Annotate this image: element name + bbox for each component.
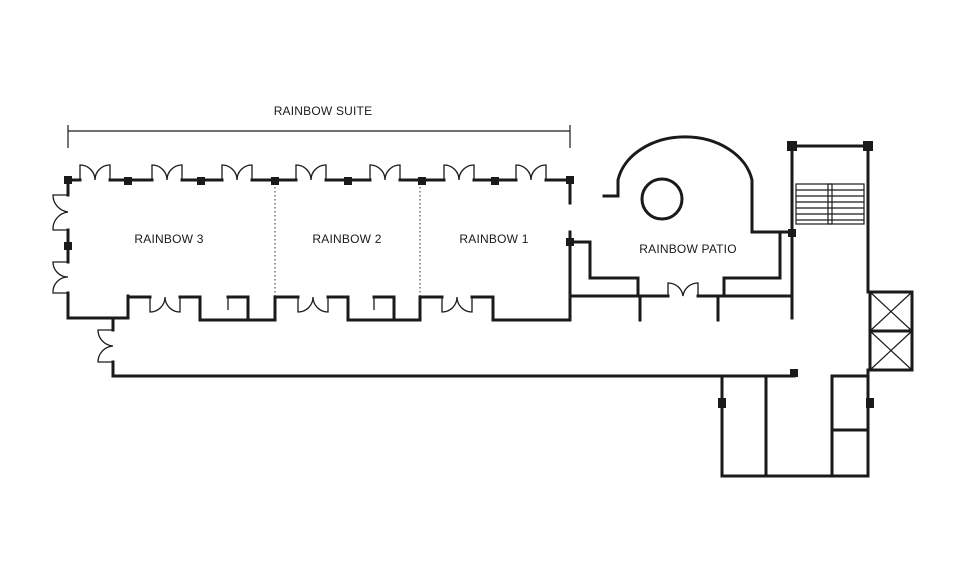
room-label-rainbow-1: RAINBOW 1	[459, 232, 528, 246]
elevators	[868, 290, 914, 372]
service-area-walls	[720, 144, 870, 478]
suite-dimension-line	[67, 125, 571, 148]
staircase	[795, 183, 865, 225]
suite-label: RAINBOW SUITE	[274, 104, 373, 118]
top-doors	[79, 164, 547, 181]
rainbow-patio	[568, 135, 794, 298]
room-label-rainbow-3: RAINBOW 3	[134, 232, 203, 246]
rainbow-suite-walls	[66, 178, 572, 322]
fountain-circle	[640, 177, 684, 221]
room-label-rainbow-patio: RAINBOW PATIO	[639, 242, 737, 256]
structural-columns	[64, 141, 874, 408]
room-label-rainbow-2: RAINBOW 2	[312, 232, 381, 246]
bottom-doors	[149, 296, 473, 313]
corridor-walls	[97, 282, 796, 378]
left-doors	[52, 194, 69, 294]
